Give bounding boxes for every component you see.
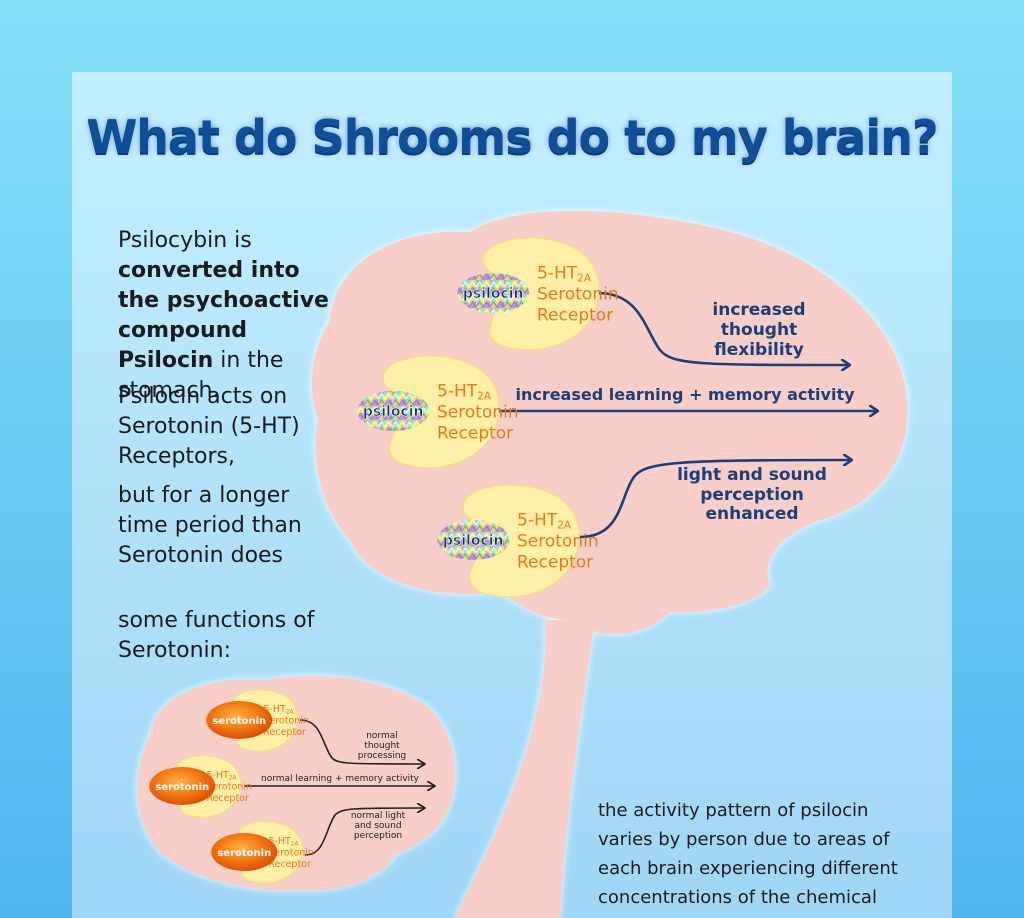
small-arrows bbox=[245, 719, 435, 856]
serotonin-molecule bbox=[206, 701, 273, 739]
serotonin-label: serotonin bbox=[155, 782, 209, 793]
receptor-type-label: 5-HT2A bbox=[263, 704, 293, 716]
receptor-type-main: 5-HT bbox=[206, 770, 229, 781]
small-effect-learning: normal learning + memory activity bbox=[261, 774, 420, 784]
receptor-type-sub: 2A bbox=[577, 272, 592, 284]
arrow-thought-flexibility bbox=[597, 291, 850, 365]
receptor-type-sub: 2A bbox=[291, 842, 299, 848]
brainstem-shape bbox=[455, 620, 595, 918]
small-effect-perception-line3: perception bbox=[354, 831, 402, 841]
serotonin-molecule bbox=[211, 833, 278, 871]
receptor-name-label: Serotonin bbox=[537, 284, 619, 304]
effect-thought-line1: increased bbox=[712, 300, 805, 320]
intro-paragraph: Psilocybin is converted into the psychoa… bbox=[118, 226, 348, 406]
psilocin-molecule bbox=[437, 520, 510, 560]
activity-note: the activity pattern of psilocin varies … bbox=[598, 800, 898, 908]
serotonin-molecule bbox=[149, 767, 216, 805]
receptor-name-label: Serotonin bbox=[206, 781, 252, 792]
small-arrow-perception bbox=[304, 808, 425, 856]
receptor-type-label: 5-HT2A bbox=[517, 510, 572, 531]
effect-perception-line2: perception bbox=[700, 485, 804, 505]
acts-on-paragraph: Psilocin acts on Serotonin (5-HT) Recept… bbox=[118, 384, 300, 469]
receptor-type-label: 5-HT2A bbox=[437, 381, 492, 402]
small-arrow-thought bbox=[299, 719, 425, 764]
receptor-type-main: 5-HT bbox=[537, 263, 578, 283]
receptor-type-sub: 2A bbox=[477, 390, 492, 402]
psilocin-label: psilocin bbox=[363, 404, 424, 420]
receptor-name-label: Serotonin bbox=[517, 531, 599, 551]
receptor-word-label: Receptor bbox=[263, 727, 306, 738]
receptor-type-label: 5-HT2A bbox=[268, 836, 298, 848]
receptor-type-sub: 2A bbox=[557, 519, 572, 531]
effect-thought-line3: flexibility bbox=[714, 340, 804, 360]
receptor-type-main: 5-HT bbox=[437, 381, 478, 401]
receptor-type-main: 5-HT bbox=[268, 836, 291, 847]
functions-heading: some functions of Serotonin: bbox=[118, 608, 315, 663]
psilocin-label: psilocin bbox=[463, 286, 524, 302]
receptor-name-label: Serotonin bbox=[268, 847, 314, 858]
psilocin-molecule bbox=[357, 391, 430, 431]
arrow-perception bbox=[579, 460, 852, 539]
effect-perception-line1: light and sound bbox=[677, 465, 827, 485]
small-effect-thought-line2: thought bbox=[364, 741, 400, 751]
main-receptors: 5-HT2ASerotoninReceptorpsilocin5-HT2ASer… bbox=[357, 237, 619, 598]
receptor-word-label: Receptor bbox=[517, 552, 593, 572]
page-title: What do Shrooms do to my brain? bbox=[86, 110, 938, 164]
psilocin-molecule bbox=[457, 273, 530, 313]
longer-period-paragraph: but for a longer time period than Seroto… bbox=[118, 483, 302, 568]
receptor-type-sub: 2A bbox=[286, 710, 294, 716]
psilocin-label: psilocin bbox=[443, 533, 504, 549]
intro-text-start: Psilocybin is bbox=[118, 228, 252, 253]
receptor-name-label: Serotonin bbox=[263, 715, 309, 726]
intro-text-end: in the stomach. bbox=[118, 348, 284, 403]
receptor-type-label: 5-HT2A bbox=[206, 770, 236, 782]
small-effect-perception-line2: and sound bbox=[354, 821, 401, 831]
receptor-type-main: 5-HT bbox=[263, 704, 286, 715]
small-receptors: 5-HT2ASerotoninReceptorserotonin5-HT2ASe… bbox=[149, 689, 314, 884]
receptor-type-main: 5-HT bbox=[517, 510, 558, 530]
main-arrows bbox=[496, 291, 878, 539]
receptor-word-label: Receptor bbox=[268, 859, 311, 870]
receptor-word-label: Receptor bbox=[437, 423, 513, 443]
effect-learning-memory: increased learning + memory activity bbox=[515, 385, 855, 404]
receptor-word-label: Receptor bbox=[206, 793, 249, 804]
receptor-word-label: Receptor bbox=[537, 305, 613, 325]
receptor-type-label: 5-HT2A bbox=[537, 263, 592, 284]
receptor-type-sub: 2A bbox=[229, 776, 237, 782]
small-effect-thought-line3: processing bbox=[358, 751, 407, 761]
intro-text-bold: converted into the psychoactive compound… bbox=[118, 258, 329, 373]
small-effect-perception-line1: normal light bbox=[351, 811, 406, 821]
receptor-name-label: Serotonin bbox=[437, 402, 519, 422]
effect-thought-line2: thought bbox=[721, 320, 797, 340]
serotonin-label: serotonin bbox=[212, 716, 266, 727]
small-effect-thought-line1: normal bbox=[366, 731, 398, 741]
serotonin-label: serotonin bbox=[217, 848, 271, 859]
effect-perception-line3: enhanced bbox=[705, 504, 798, 524]
